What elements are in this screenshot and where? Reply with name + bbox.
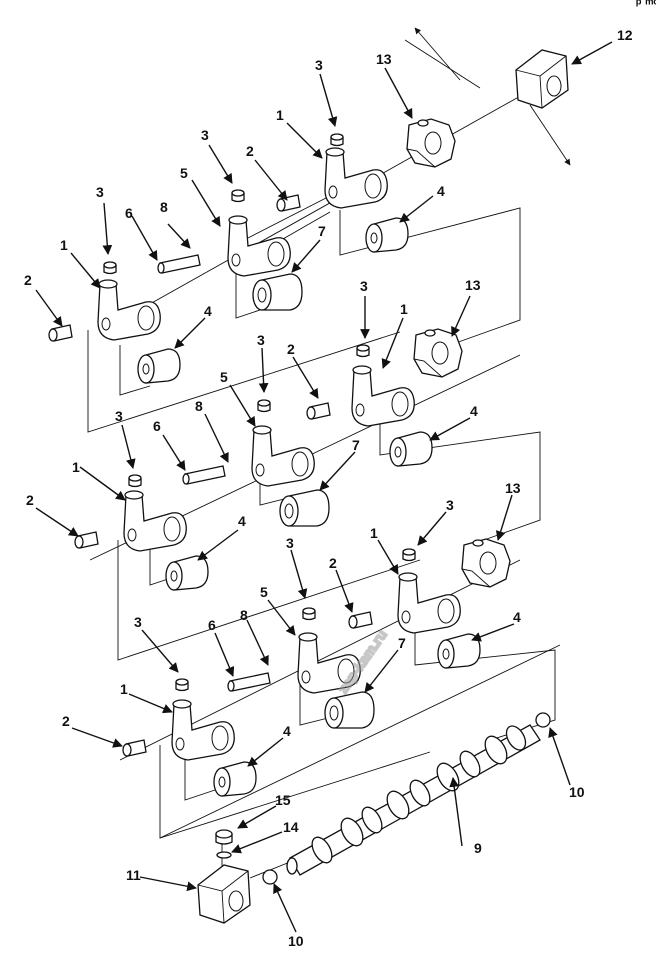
callout-1: 1	[276, 107, 284, 123]
callout-3: 3	[286, 535, 294, 551]
callout-6: 6	[125, 205, 133, 221]
dowel-2	[182, 465, 226, 485]
adjusting-screw-1a	[330, 133, 344, 147]
bolt	[215, 829, 233, 845]
callout-15: 15	[275, 792, 291, 808]
adjusting-screw-3a	[402, 548, 416, 562]
ball-left	[262, 869, 278, 885]
spacer-2b	[165, 555, 209, 591]
callout-1: 1	[72, 459, 80, 475]
rocker-arm-3b	[171, 699, 235, 761]
spacer-1a	[365, 217, 409, 253]
callout-5: 5	[220, 369, 228, 385]
adjusting-screw-1b	[231, 189, 245, 203]
callout-2: 2	[329, 555, 337, 571]
spring-1	[252, 273, 303, 311]
shaft-plug-3b	[122, 739, 147, 757]
adjusting-screw-2c	[128, 474, 142, 488]
support-bracket-1	[406, 118, 456, 168]
shaft-plug-3a	[348, 611, 373, 629]
spring-3	[324, 691, 375, 729]
ball-right	[535, 712, 551, 728]
rocker-arm-2b	[123, 490, 187, 552]
callout-12: 12	[617, 27, 633, 43]
callout-4: 4	[283, 723, 291, 739]
callout-4: 4	[470, 403, 478, 419]
adjusting-screw-3b	[302, 607, 316, 621]
callout-labels: 12 13 3 1 3 2 4 5 8 6 7 3 1 2 4 13 3 1 2…	[24, 27, 633, 949]
shaft-plug-1a	[276, 194, 301, 212]
camshaft-end	[286, 857, 298, 875]
callout-11: 11	[126, 867, 141, 883]
callout-1: 1	[370, 525, 378, 541]
callout-3: 3	[257, 332, 265, 348]
callout-3: 3	[446, 497, 454, 513]
adjusting-screw-1c	[103, 261, 117, 275]
callout-3: 3	[96, 184, 104, 200]
callout-3: 3	[360, 278, 368, 294]
callout-9: 9	[474, 840, 482, 856]
support-bracket-2	[413, 328, 463, 378]
callout-6: 6	[208, 617, 216, 633]
center-rocker-2	[251, 425, 315, 487]
dowel-1	[157, 254, 201, 274]
rocker-arm-3a	[397, 572, 461, 634]
callout-13: 13	[465, 277, 481, 293]
support-bracket-3	[461, 538, 511, 588]
callout-4: 4	[204, 303, 212, 319]
callout-3: 3	[134, 614, 142, 630]
callout-4: 4	[513, 609, 521, 625]
adjusting-screw-3c	[175, 678, 189, 692]
callout-3: 3	[115, 408, 123, 424]
shaft-plug-2a	[306, 402, 331, 420]
callout-13: 13	[376, 51, 392, 67]
center-rocker-1	[227, 215, 291, 277]
callout-arrows	[35, 41, 613, 933]
callout-13: 13	[505, 480, 521, 496]
callout-5: 5	[260, 584, 268, 600]
rocker-arm-2a	[351, 365, 415, 427]
callout-2: 2	[24, 272, 32, 288]
callout-4: 4	[238, 513, 246, 529]
spacer-3b	[213, 761, 257, 797]
spring-2	[279, 489, 330, 527]
callout-7: 7	[318, 223, 326, 239]
callout-14: 14	[283, 819, 299, 835]
callout-2: 2	[246, 143, 254, 159]
spacer-1b	[137, 348, 181, 384]
callout-7: 7	[352, 437, 360, 453]
callout-7: 7	[398, 635, 406, 651]
right-end-bracket	[515, 49, 569, 109]
shaft-plug-2b	[74, 531, 99, 549]
callout-1: 1	[400, 301, 408, 317]
callout-8: 8	[240, 607, 248, 623]
cam-lobes	[311, 725, 527, 864]
left-end-bracket	[197, 864, 251, 924]
callout-5: 5	[180, 165, 188, 181]
rocker-arm-1b	[97, 279, 161, 341]
callout-10: 10	[569, 784, 585, 800]
callout-3: 3	[201, 127, 209, 143]
adjusting-screw-2b	[257, 399, 271, 413]
callout-6: 6	[153, 418, 161, 434]
callout-1: 1	[120, 681, 128, 697]
spacer-2a	[389, 431, 433, 467]
shaft-plug-1b	[48, 324, 73, 342]
callout-2: 2	[62, 713, 70, 729]
washer	[216, 851, 232, 859]
callout-2: 2	[26, 492, 34, 508]
corner-mark: ᵖ ᵐᵒ	[636, 0, 656, 11]
rocker-arm-1a	[324, 147, 388, 209]
callout-1: 1	[60, 237, 68, 253]
callout-10: 10	[288, 933, 304, 949]
callout-3: 3	[315, 57, 323, 73]
callout-2: 2	[287, 341, 295, 357]
camshaft-assembly	[197, 712, 551, 924]
adjusting-screw-2a	[356, 344, 370, 358]
callout-4: 4	[437, 183, 445, 199]
callout-8: 8	[195, 398, 203, 414]
callout-8: 8	[160, 199, 168, 215]
